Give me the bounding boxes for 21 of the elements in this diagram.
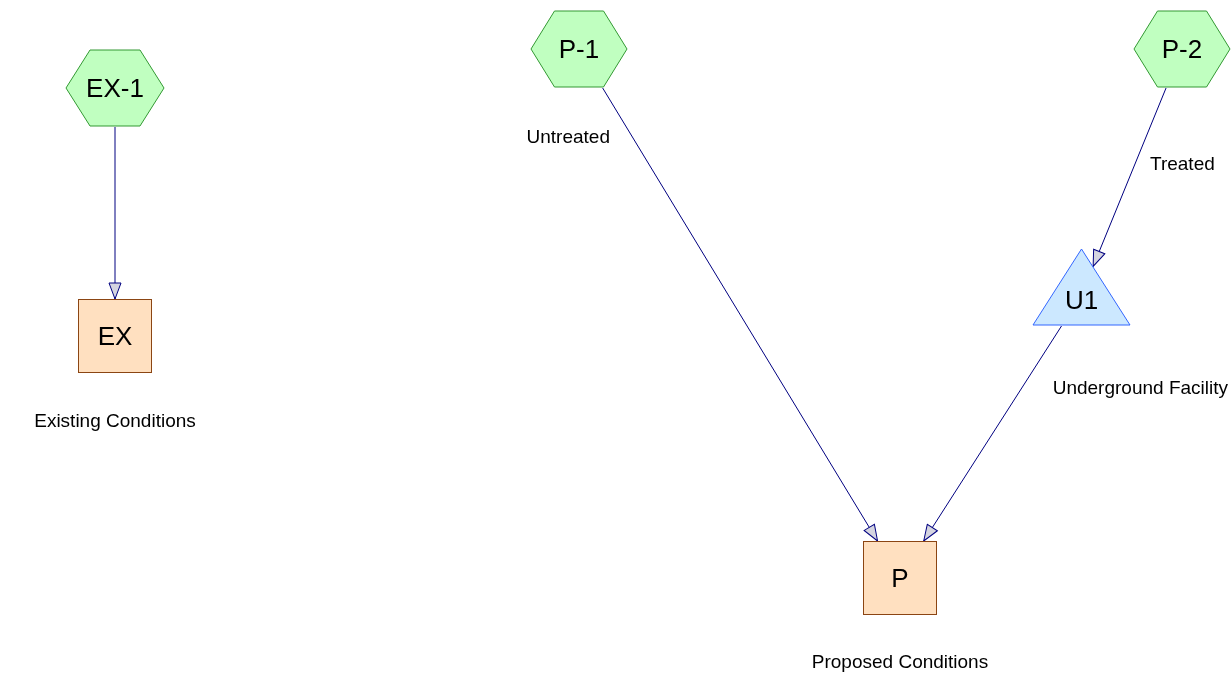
node-caption: Underground Facility [1052,377,1228,398]
node-label: EX [97,323,133,349]
node-caption: Untreated [526,126,610,147]
arrow [108,126,122,300]
hexagon-node [530,10,628,88]
hexagon-node [1133,10,1231,88]
node-caption: Proposed Conditions [811,651,989,672]
node-label: P [891,565,909,591]
node-label: P-1 [558,36,600,62]
node-label: U1 [1064,287,1099,313]
arrow [602,87,879,542]
hexagon-node [65,49,165,127]
triangle-node [1032,248,1131,326]
square-node [863,541,937,615]
arrow [1092,87,1167,267]
node-caption: Treated [1150,153,1215,174]
square-node [78,299,152,373]
arrow [923,325,1062,542]
node-label: EX-1 [86,75,144,101]
node-caption: Existing Conditions [34,410,196,431]
node-label: P-2 [1161,36,1203,62]
